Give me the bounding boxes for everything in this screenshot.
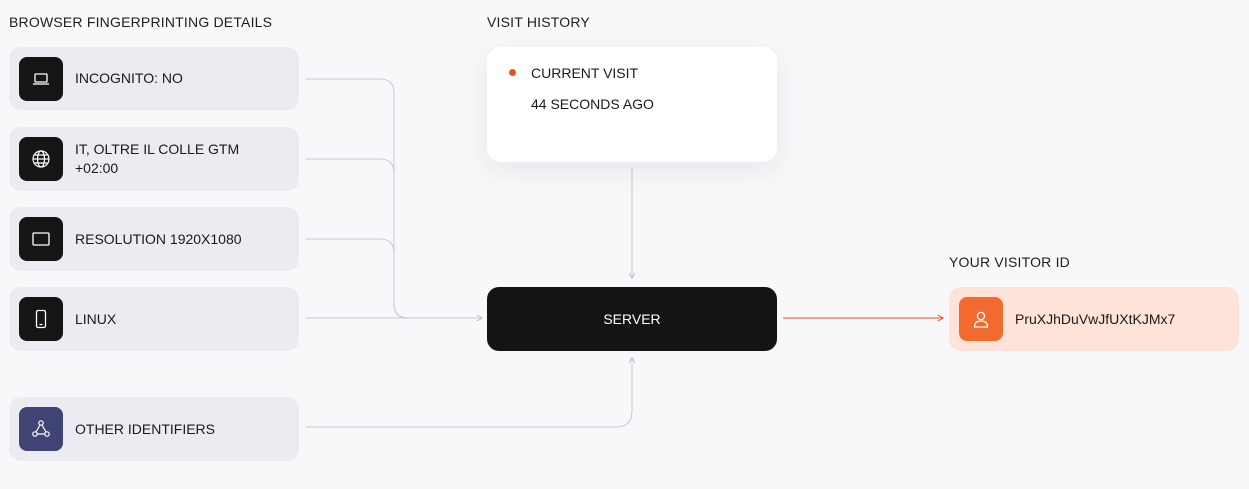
laptop-icon [19,56,63,101]
fingerprint-label: INCOGNITO: NO [75,70,183,86]
visit-history-title: VISIT HISTORY [487,14,590,30]
wire-location [306,158,409,319]
fingerprint-label: IT, OLTRE IL COLLE GTM +02:00 [75,141,240,176]
globe-icon [19,137,63,181]
visitor-id-value: PruXJhDuVwJfUXtKJMx7 [1015,311,1176,327]
fingerprint-card-resolution: RESOLUTION 1920X1080 [9,207,299,271]
fingerprint-card-location: IT, OLTRE IL COLLE GTM +02:00 [9,127,299,191]
fingerprint-card-os: LINUX [9,287,299,351]
nodes-icon [19,407,63,451]
user-icon [959,297,1003,341]
monitor-icon [19,217,63,261]
fingerprint-section-title: BROWSER FINGERPRINTING DETAILS [9,14,273,30]
current-visit-dot [509,69,516,76]
fingerprint-label: RESOLUTION 1920X1080 [75,230,242,247]
visit-history-card: CURRENT VISIT 44 SECONDS AGO [487,47,777,162]
visit-status: CURRENT VISIT [531,65,639,81]
visitor-id-title: YOUR VISITOR ID [949,254,1070,270]
visit-time: 44 SECONDS AGO [531,96,654,112]
server-node: SERVER [487,287,777,351]
fingerprint-label: LINUX [75,310,117,327]
fingerprint-label: OTHER IDENTIFIERS [75,420,216,437]
fingerprint-card-other: OTHER IDENTIFIERS [9,397,299,461]
phone-icon [19,297,63,341]
visitor-id-card: PruXJhDuVwJfUXtKJMx7 [949,287,1239,351]
server-label: SERVER [603,311,661,327]
wire-other [306,358,632,428]
wire-resolution [306,238,395,304]
fingerprint-card-incognito: INCOGNITO: NO [9,47,299,110]
